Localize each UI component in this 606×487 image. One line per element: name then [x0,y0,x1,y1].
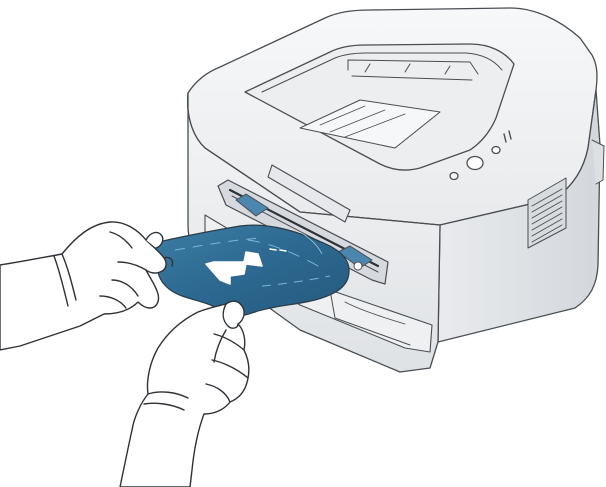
cancel-button-icon [467,157,483,170]
right-hand [120,301,249,487]
printer-illustration [188,8,604,372]
status-led-icon [492,147,500,154]
left-hand [0,222,173,350]
power-button-icon [450,173,458,180]
